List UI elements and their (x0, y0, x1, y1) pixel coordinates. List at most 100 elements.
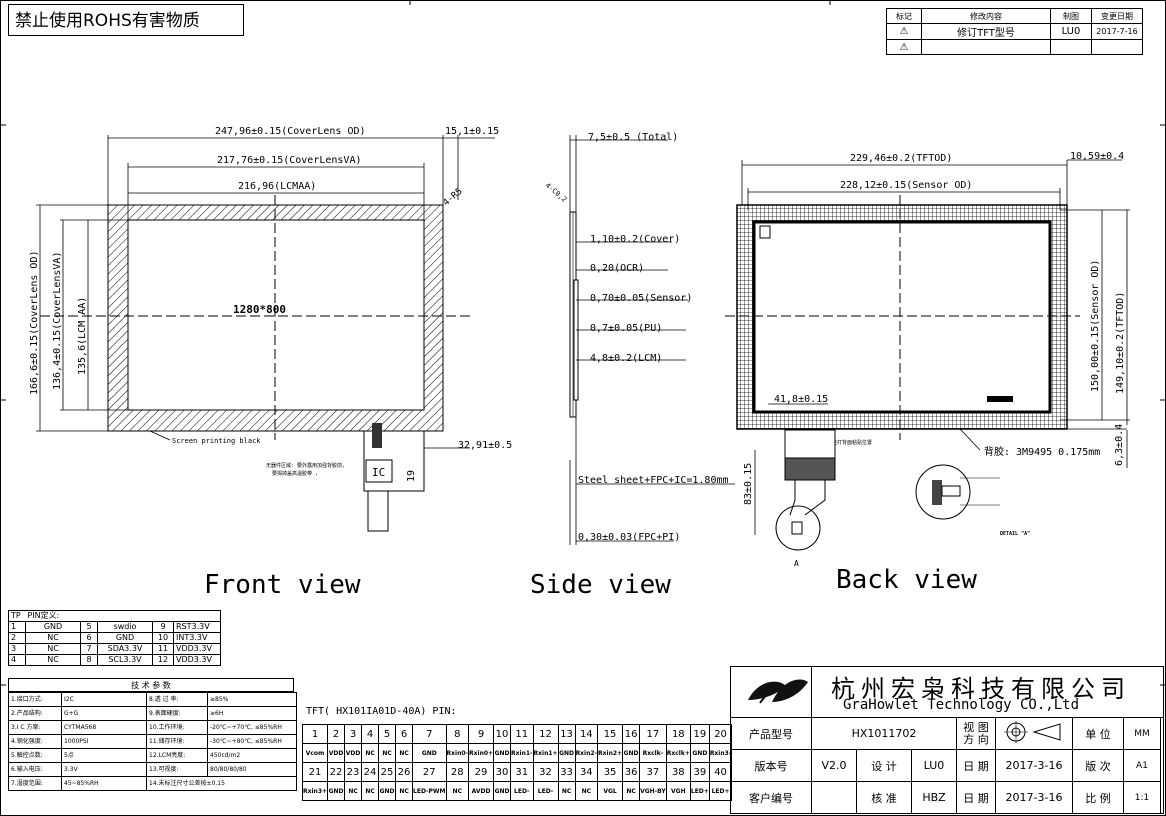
detail-a-circle (915, 464, 971, 520)
tft-pin-cell: 35 (597, 762, 624, 782)
product-label: 产品型号 (730, 717, 812, 750)
back-fpc-stiffener (784, 457, 836, 481)
unit-label: 单 位 (1072, 717, 1124, 750)
tft-pin-cell: NC (574, 781, 599, 801)
tft-pin-cell: 39 (689, 762, 710, 782)
front-fpc-tail (367, 490, 389, 532)
tft-pin-cell: 10 (493, 724, 512, 744)
tft-pin-cell: Rxin2- (574, 743, 599, 763)
tft-pin-cell: 16 (622, 724, 641, 744)
front-active-area (127, 219, 425, 411)
view-direction-icon (995, 717, 1073, 750)
front-fpc-note-2: 要揭掉盖高温胶带 , (272, 470, 318, 477)
back-right: 10,59±0.4 (1070, 151, 1124, 162)
side-ocr: 0,20(OCR) (590, 263, 644, 274)
tft-pin-cell: GND (378, 781, 397, 801)
rohs-title: 禁止使用ROHS有害物质 (8, 4, 244, 36)
revision-table: 标记 修改内容 制图 变更日期 ⚠ 修订TFT型号 LU0 2017-7-16 … (886, 8, 1143, 55)
tft-pin-cell: 32 (532, 762, 559, 782)
tft-pin-cell: LED+ (708, 781, 733, 801)
side-steel: Steel sheet+FPC+IC=1.80mm (578, 475, 729, 486)
approve-label: 核 准 (856, 781, 912, 814)
front-ic-dim: 19 (406, 470, 417, 482)
tft-pin-cell: NC (378, 743, 397, 763)
tft-pin-cell: 34 (574, 762, 599, 782)
front-dim-h-cover-od: 166,6±0.15(CoverLens OD) (29, 251, 40, 396)
version-value: V2.0 (811, 749, 857, 782)
tft-pin-cell: 26 (395, 762, 414, 782)
tft-pin-cell: LED- (532, 781, 559, 801)
tft-pin-cell: 38 (665, 762, 691, 782)
tft-pin-cell: Rxclk- (639, 743, 667, 763)
rev-header-mark: 标记 (886, 8, 922, 24)
side-lcm: 4,8±0.2(LCM) (590, 353, 662, 364)
tft-pin-cell: Rxin0- (445, 743, 470, 763)
back-fpc (784, 429, 836, 461)
customer-value (811, 781, 857, 814)
tft-pin-cell: 31 (510, 762, 534, 782)
tft-pin-cell: NC (395, 743, 414, 763)
date-value-1: 2017-3-16 (995, 749, 1073, 782)
front-view: 247,96±0.15(CoverLens OD) 217,76±0.15(Co… (29, 126, 512, 532)
side-angle: 4-C0,2 (544, 181, 569, 203)
tft-pin-cell: 2 (327, 724, 346, 744)
version-label: 版本号 (730, 749, 812, 782)
date-label-2: 日 期 (956, 781, 996, 814)
tft-pin-cell: VDD (327, 743, 346, 763)
side-fpc-pi: 0,30±0.03(FPC+PI) (578, 532, 680, 543)
front-resolution: 1280*800 (233, 303, 286, 316)
tft-pin-cell: NC (445, 781, 470, 801)
tft-pin-cell: Rxin0+ (468, 743, 495, 763)
tft-pin-cell: 5 (378, 724, 397, 744)
tft-pin-cell: LED+ (689, 781, 710, 801)
tft-pin-cell: 25 (378, 762, 397, 782)
unit-value: MM (1123, 717, 1161, 750)
back-lcm (752, 220, 1052, 414)
front-dim-right: 15,1±0.15 (445, 126, 499, 137)
tft-pin-cell: 4 (361, 724, 380, 744)
rev-row1-date: 2017-7-16 (1091, 23, 1143, 40)
tft-pin-cell: VGH (665, 781, 691, 801)
rev-row1-mark: ⚠ (886, 23, 922, 40)
back-fpc-len: 83±0.15 (743, 463, 754, 505)
design-label: 设 计 (856, 749, 912, 782)
tft-pin-cell: GND (493, 781, 512, 801)
tft-pin-cell: AVDD (468, 781, 495, 801)
tft-pin-cell: 23 (344, 762, 363, 782)
tft-pin-cell: Rxin3+ (301, 781, 329, 801)
design-value: LU0 (911, 749, 957, 782)
tft-pin-cell: 24 (361, 762, 380, 782)
front-dim-lcm-aa: 216,96(LCMAA) (238, 181, 316, 192)
rev-row1-content: 修订TFT型号 (921, 23, 1051, 40)
tft-pin-cell: GND (622, 743, 641, 763)
rev-header-drawer: 制图 (1050, 8, 1092, 24)
front-fpc-note-1: 无器件区域: 要外露用加强背胶前, (266, 462, 345, 469)
back-fpc-note: FPC连打背面粘贴位置 (823, 439, 872, 446)
rev-row2-content (921, 39, 1051, 55)
front-view-label: Front view (204, 570, 361, 600)
tft-pin-cell: 37 (639, 762, 667, 782)
tft-pin-cell: Vcom (301, 743, 329, 763)
date-label-1: 日 期 (956, 749, 996, 782)
tft-pin-cell: 13 (557, 724, 576, 744)
tft-pin-cell: 3 (344, 724, 363, 744)
tft-pin-cell: GND (412, 743, 447, 763)
back-view: 229,46±0.2(TFTOD) 228,12±0.15(Sensor OD)… (725, 151, 1130, 568)
tft-pin-cell: 19 (689, 724, 710, 744)
tft-pin-cell: VGH-BY (639, 781, 667, 801)
edition-label: 版 次 (1072, 749, 1124, 782)
tft-pin-cell: 6 (395, 724, 414, 744)
front-ic-label: IC (372, 466, 385, 479)
back-view-label: Back view (836, 565, 977, 595)
tft-pin-cell: 15 (597, 724, 624, 744)
rev-header-date: 变更日期 (1091, 8, 1143, 24)
tft-pin-cell: 9 (468, 724, 495, 744)
tft-pin-cell: Rxclk+ (665, 743, 691, 763)
